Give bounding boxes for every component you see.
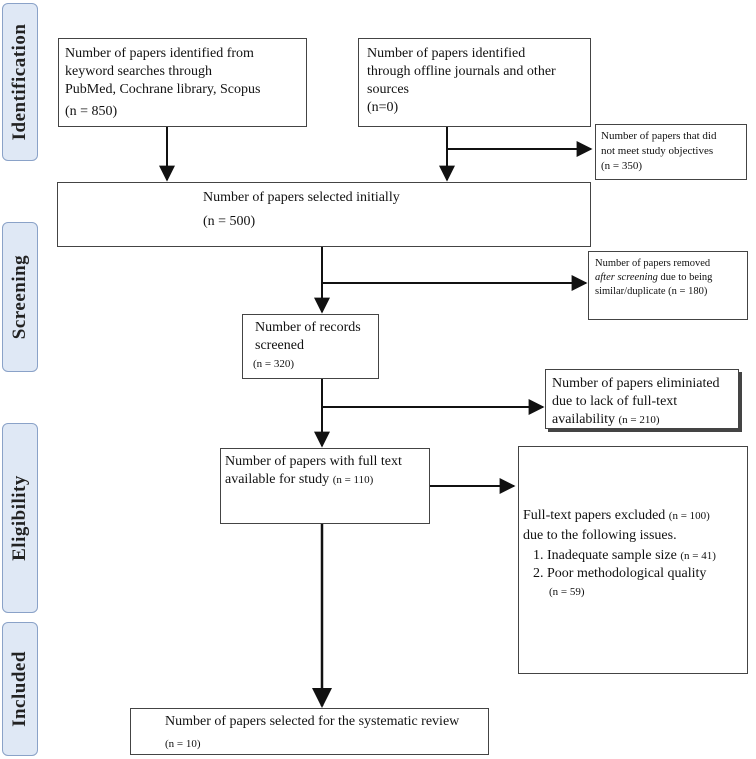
eliminated-fulltext-text-1: Number of papers eliminiated — [552, 376, 720, 391]
excluded-line1: Full-text papers excluded — [523, 508, 666, 523]
phase-screening: Screening — [2, 222, 38, 372]
phase-screening-label: Screening — [9, 254, 30, 340]
offline-journals-text-3: sources — [367, 82, 409, 97]
offline-journals-count: (n=0) — [367, 100, 399, 115]
after-screening-italic: after screening — [595, 272, 658, 283]
eliminated-fulltext-availability: availability — [552, 412, 615, 427]
excluded-count: (n = 100) — [668, 510, 710, 522]
keyword-search-box: Number of papers identified from keyword… — [58, 38, 307, 127]
full-text-available-text-1: Number of papers with full text — [225, 454, 402, 469]
removed-after-screening-text-3: similar/duplicate (n = 180) — [595, 286, 708, 297]
eliminated-fulltext-text-2: due to lack of full-text — [552, 394, 678, 409]
offline-journals-text-2: through offline journals and other — [367, 64, 556, 79]
excluded-text-1: Full-text papers excluded (n = 100) — [523, 507, 743, 525]
excluded-box: Full-text papers excluded (n = 100) due … — [518, 446, 748, 674]
full-text-available-box: Number of papers with full text availabl… — [220, 448, 430, 524]
records-screened-text-2: screened — [255, 338, 304, 353]
phase-identification-label: Identification — [9, 23, 30, 141]
keyword-search-text-3: PubMed, Cochrane library, Scopus — [65, 82, 261, 97]
selected-initially-count: (n = 500) — [203, 214, 256, 229]
records-screened-text-1: Number of records — [255, 320, 361, 335]
records-screened-count: (n = 320) — [253, 358, 295, 370]
removed-after-screening-text-2-rest: due to being — [657, 272, 713, 283]
phase-eligibility-label: Eligibility — [9, 475, 30, 561]
keyword-search-text-1: Number of papers identified from — [65, 46, 254, 61]
phase-included: Included — [2, 622, 38, 756]
full-text-available-count: (n = 110) — [332, 474, 374, 486]
selected-initially-box: Number of papers selected initially (n =… — [57, 182, 591, 247]
offline-journals-text-1: Number of papers identified — [367, 46, 526, 61]
phase-included-label: Included — [9, 651, 30, 727]
eliminated-fulltext-count: (n = 210) — [618, 414, 660, 426]
removed-after-screening-text-2: after screening due to being — [595, 271, 741, 285]
excluded-item-1-count: (n = 41) — [680, 550, 716, 562]
full-text-available-text-2: available for study (n = 110) — [225, 471, 425, 489]
not-meet-objectives-count: (n = 350) — [601, 160, 643, 172]
keyword-search-text-2: keyword searches through — [65, 64, 212, 79]
not-meet-objectives-text-1: Number of papers that did — [601, 130, 717, 142]
excluded-item-1: 1. Inadequate sample size (n = 41) — [533, 547, 743, 565]
excluded-text-2: due to the following issues. — [523, 528, 677, 543]
final-selected-text: Number of papers selected for the system… — [165, 714, 460, 729]
phase-identification: Identification — [2, 3, 38, 161]
offline-journals-box: Number of papers identified through offl… — [358, 38, 591, 127]
not-meet-objectives-box: Number of papers that did not meet study… — [595, 124, 747, 180]
eliminated-fulltext-text-3: availability (n = 210) — [552, 411, 732, 429]
eliminated-fulltext-box: Number of papers eliminiated due to lack… — [545, 369, 739, 429]
phase-eligibility: Eligibility — [2, 423, 38, 613]
final-selected-box: Number of papers selected for the system… — [130, 708, 489, 755]
keyword-search-count: (n = 850) — [65, 104, 118, 119]
excluded-item-2: 2. Poor methodological quality — [533, 566, 707, 581]
selected-initially-text: Number of papers selected initially — [203, 190, 400, 205]
removed-after-screening-text-1: Number of papers removed — [595, 258, 711, 269]
excluded-item-2-count: (n = 59) — [549, 586, 585, 598]
full-text-available-text-2a: available for study — [225, 472, 330, 487]
not-meet-objectives-text-2: not meet study objectives — [601, 145, 714, 157]
final-selected-count: (n = 10) — [165, 738, 201, 750]
excluded-item-1-text: 1. Inadequate sample size — [533, 548, 677, 563]
records-screened-box: Number of records screened (n = 320) — [242, 314, 379, 379]
removed-after-screening-box: Number of papers removed after screening… — [588, 251, 748, 320]
